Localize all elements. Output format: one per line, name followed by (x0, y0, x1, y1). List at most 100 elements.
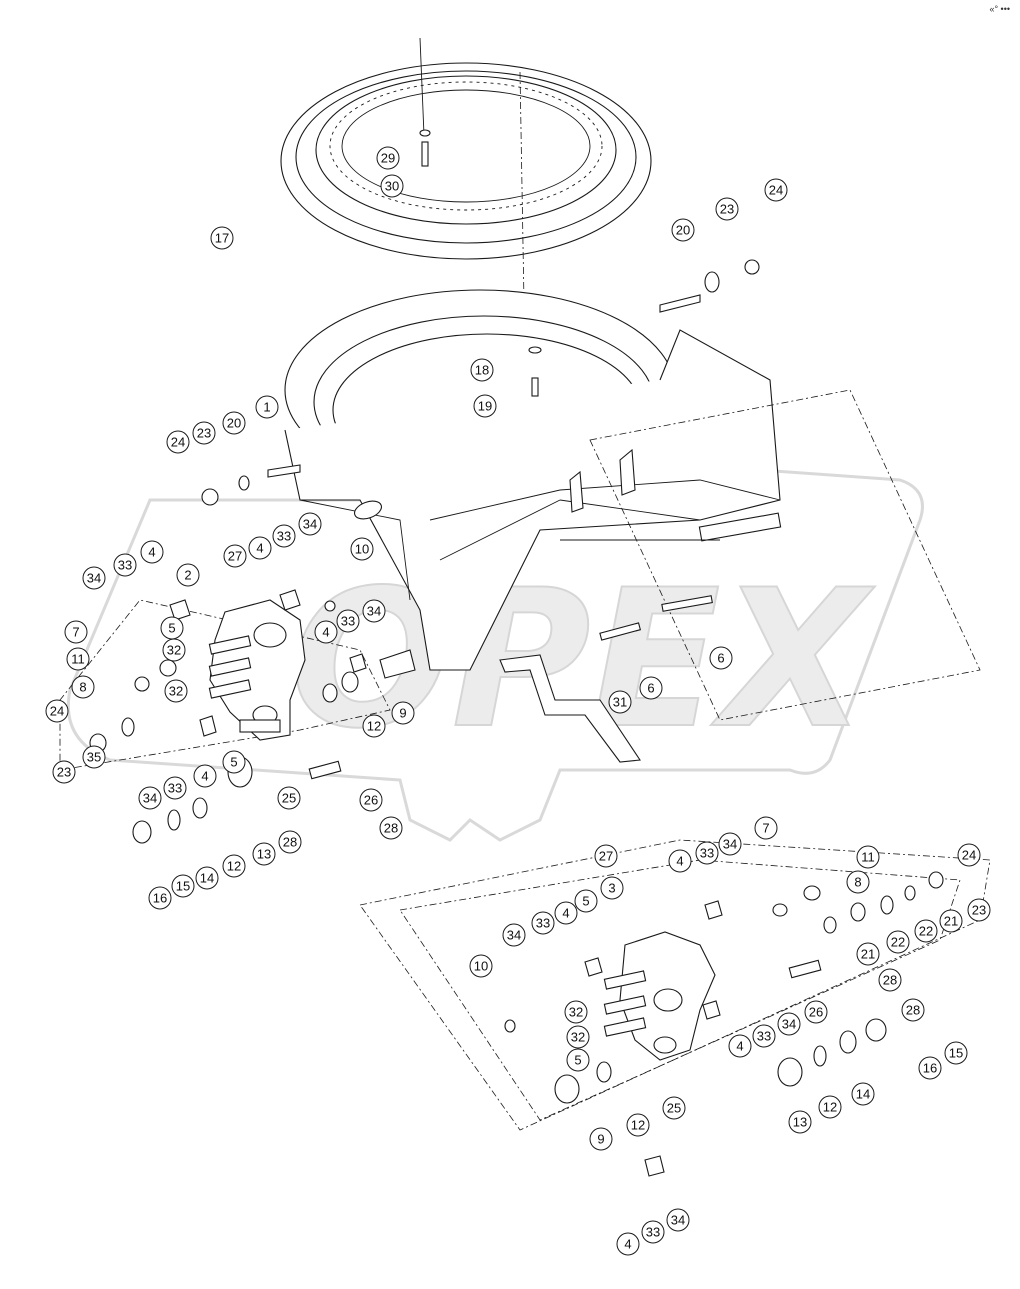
callout-label: 33 (536, 916, 550, 931)
callout-label: 27 (228, 549, 242, 564)
callout-circle (754, 816, 778, 840)
callout-8: 8 (846, 870, 870, 894)
callout-33: 33 (641, 1220, 665, 1244)
callout-circle (222, 854, 246, 878)
callout-label: 33 (118, 558, 132, 573)
callout-12: 12 (222, 854, 246, 878)
callout-circle (502, 923, 526, 947)
callout-circle (362, 714, 386, 738)
callout-label: 4 (736, 1039, 743, 1054)
callout-label: 9 (399, 706, 406, 721)
callout-label: 11 (71, 652, 85, 667)
callout-5: 5 (222, 750, 246, 774)
callout-label: 33 (700, 846, 714, 861)
pin-rods (599, 595, 713, 641)
callout-label: 12 (823, 1100, 837, 1115)
callout-circle (589, 1127, 613, 1151)
callout-circle (566, 1025, 590, 1049)
callout-label: 32 (167, 643, 181, 658)
callout-2: 2 (176, 563, 200, 587)
callout-label: 32 (571, 1030, 585, 1045)
callout-circle (728, 1034, 752, 1058)
callout-circle (222, 411, 246, 435)
callout-label: 34 (723, 837, 737, 852)
callout-circle (255, 395, 279, 419)
callout-4: 4 (728, 1034, 752, 1058)
callout-label: 23 (972, 903, 986, 918)
callout-29: 29 (376, 146, 400, 170)
callout-circle (957, 843, 981, 867)
callout-label: 24 (171, 435, 185, 450)
callout-16: 16 (148, 886, 172, 910)
callout-32: 32 (162, 638, 186, 662)
callout-27: 27 (223, 544, 247, 568)
callout-label: 14 (200, 871, 214, 886)
callout-30: 30 (380, 174, 404, 198)
corner-mark: «° ••• (989, 4, 1010, 14)
callout-23: 23 (52, 760, 76, 784)
callout-35: 35 (82, 745, 106, 769)
callout-circle (662, 1096, 686, 1120)
callout-6: 6 (709, 646, 733, 670)
callout-circle (45, 699, 69, 723)
callout-11: 11 (856, 845, 880, 869)
callout-label: 8 (854, 875, 861, 890)
dash-box-rods (589, 389, 981, 721)
dash-box-lower (359, 839, 991, 1131)
callout-32: 32 (164, 679, 188, 703)
callout-33: 33 (272, 524, 296, 548)
callout-label: 21 (861, 947, 875, 962)
callout-label: 2 (184, 568, 191, 583)
callout-label: 34 (507, 928, 521, 943)
callout-label: 33 (341, 614, 355, 629)
callout-6: 6 (639, 676, 663, 700)
callout-label: 6 (647, 681, 654, 696)
callout-label: 5 (582, 894, 589, 909)
callout-21: 21 (856, 942, 880, 966)
slewing-ring (280, 62, 652, 260)
callout-circle (914, 919, 938, 943)
callout-5: 5 (160, 616, 184, 640)
callout-21: 21 (939, 909, 963, 933)
callout-label: 12 (367, 719, 381, 734)
callout-circle (846, 870, 870, 894)
callout-22: 22 (914, 919, 938, 943)
callout-circle (616, 1232, 640, 1256)
callout-circle (470, 358, 494, 382)
callout-4: 4 (616, 1232, 640, 1256)
callout-circle (668, 849, 692, 873)
callout-circle (473, 394, 497, 418)
callout-circle (350, 537, 374, 561)
callout-4: 4 (314, 620, 338, 644)
callout-label: 25 (282, 791, 296, 806)
callout-34: 34 (138, 786, 162, 810)
callout-label: 32 (569, 1005, 583, 1020)
callout-label: 28 (384, 821, 398, 836)
callout-26: 26 (359, 788, 383, 812)
callout-circle (918, 1056, 942, 1080)
callout-label: 17 (215, 231, 229, 246)
callout-label: 34 (671, 1213, 685, 1228)
callout-label: 23 (57, 765, 71, 780)
callout-circle (788, 1110, 812, 1134)
callout-33: 33 (531, 911, 555, 935)
callout-circle (878, 968, 902, 992)
callout-9: 9 (391, 701, 415, 725)
callout-circle (856, 942, 880, 966)
callout-label: 1 (263, 400, 270, 415)
callout-label: 26 (364, 793, 378, 808)
callout-28: 28 (379, 816, 403, 840)
callout-circle (851, 1082, 875, 1106)
callout-label: 31 (613, 695, 627, 710)
callout-label: 26 (809, 1005, 823, 1020)
callout-circle (71, 675, 95, 699)
callout-circle (252, 842, 276, 866)
callout-circle (718, 832, 742, 856)
callout-label: 18 (475, 363, 489, 378)
callout-circle (82, 566, 106, 590)
callout-circle (82, 745, 106, 769)
callout-label: 4 (624, 1237, 631, 1252)
left-bracket-assembly (89, 475, 367, 844)
callout-label: 14 (856, 1087, 870, 1102)
